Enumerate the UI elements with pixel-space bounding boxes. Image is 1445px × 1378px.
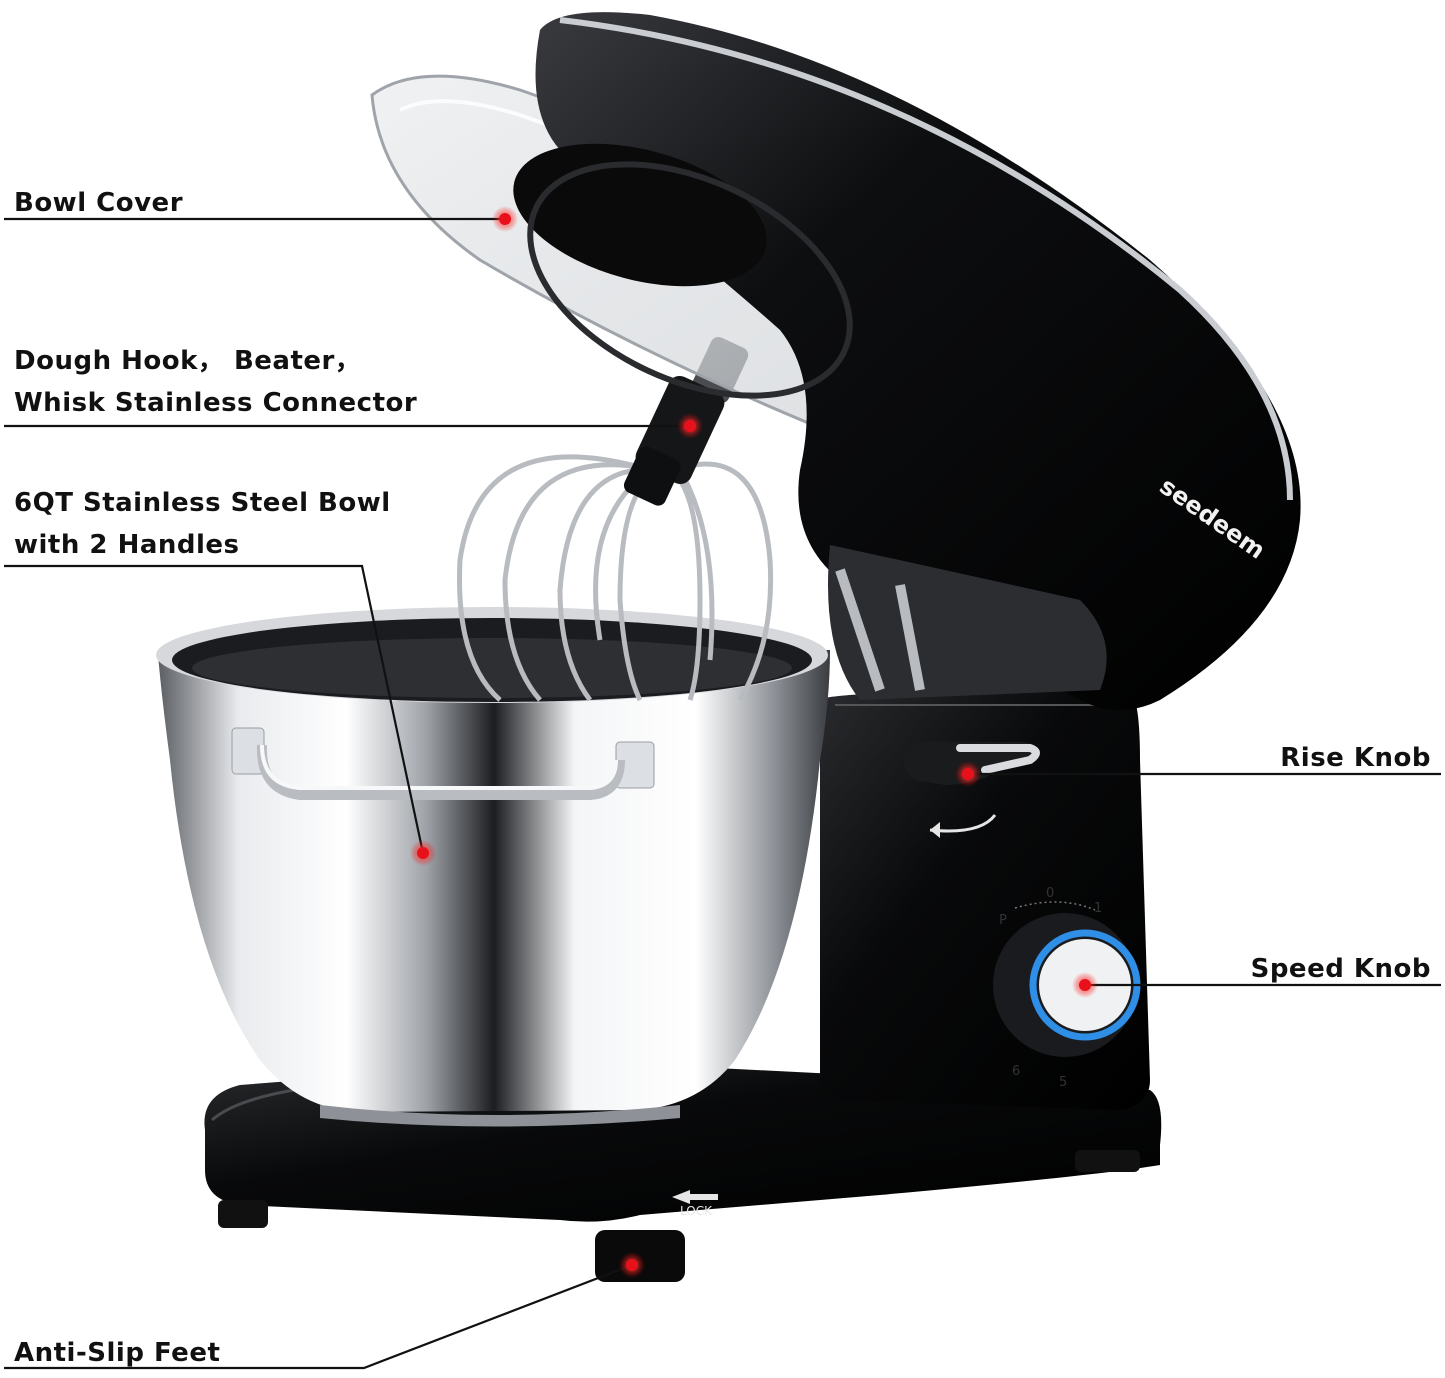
label-anti-slip: Anti-Slip Feet	[14, 1338, 221, 1368]
hotspot-marker	[626, 1259, 638, 1271]
label-connector-line2: Whisk Stainless Connector	[14, 388, 418, 418]
dial-number: 1	[1094, 901, 1102, 916]
hotspot-marker	[499, 213, 511, 225]
lock-label: LOCK	[680, 1204, 713, 1218]
hotspot-marker	[1079, 979, 1091, 991]
leader-bowl	[4, 564, 425, 854]
whisk	[457, 454, 774, 702]
label-bowl-cover: Bowl Cover	[14, 188, 184, 218]
hotspot-marker	[417, 847, 429, 859]
hotspot-marker	[684, 420, 696, 432]
label-rise-knob: Rise Knob	[1280, 743, 1431, 773]
hotspot-marker	[962, 768, 974, 780]
dial-number: P	[999, 913, 1007, 928]
bowl-handle	[231, 727, 655, 800]
dial-number: 5	[1059, 1075, 1067, 1090]
mixer-head: seedeem	[513, 12, 1301, 710]
label-speed-knob: Speed Knob	[1250, 954, 1431, 984]
label-bowl-line2: with 2 Handles	[14, 530, 240, 560]
dial-number: 0	[1046, 886, 1054, 901]
callout-lines	[4, 217, 1441, 1370]
label-bowl-line1: 6QT Stainless Steel Bowl	[14, 488, 391, 518]
leader-anti-slip	[4, 1263, 633, 1370]
dial-number: 6	[1012, 1064, 1020, 1079]
lock-arrow-icon: LOCK	[672, 1190, 718, 1218]
label-connector-line1: Dough Hook， Beater，	[14, 346, 362, 376]
stainless-bowl	[156, 607, 830, 1127]
hotspot-markers	[410, 206, 1098, 1278]
